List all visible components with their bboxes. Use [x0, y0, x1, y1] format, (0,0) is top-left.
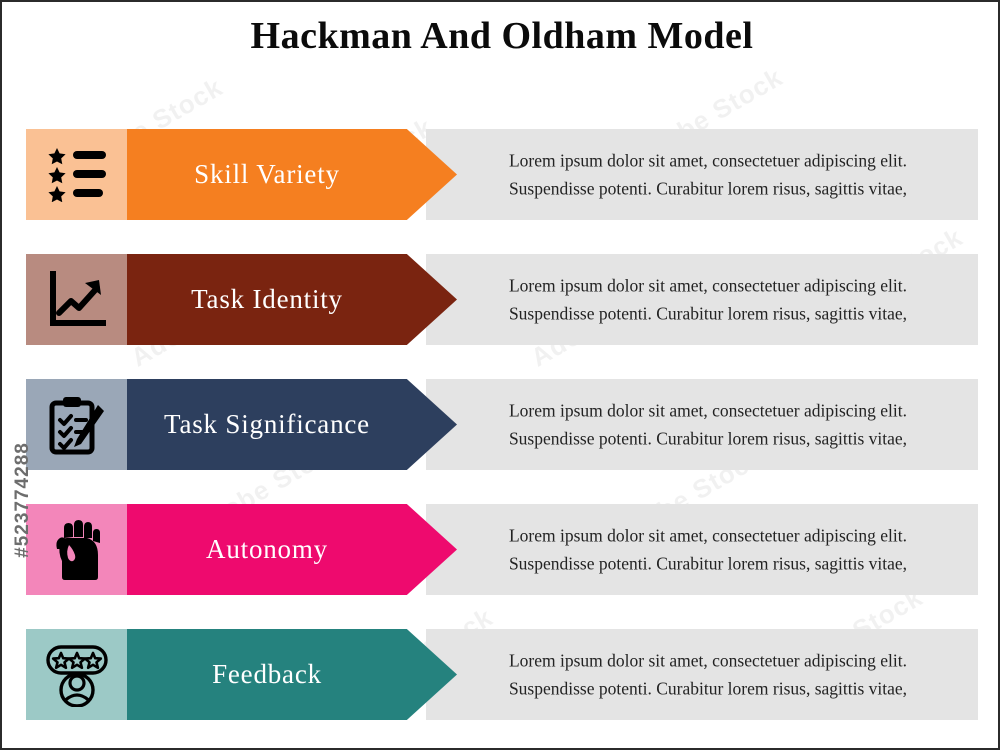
- infographic-row: Lorem ipsum dolor sit amet, consectetuer…: [26, 504, 978, 595]
- row-description: Lorem ipsum dolor sit amet, consectetuer…: [508, 150, 908, 199]
- row-label: Autonomy: [206, 534, 328, 564]
- row-label: Task Identity: [191, 284, 343, 314]
- page-title: Hackman And Oldham Model: [250, 15, 754, 57]
- row-arrow: Task Identity: [127, 254, 457, 345]
- star-list-icon: [47, 147, 106, 202]
- clipboard-checklist-pen-icon: [48, 395, 106, 455]
- icon-box: [26, 129, 127, 220]
- description-panel: [426, 629, 978, 720]
- row-description: Lorem ipsum dolor sit amet, consectetuer…: [508, 650, 908, 699]
- icon-box: [26, 254, 127, 345]
- icon-box: [26, 504, 127, 595]
- row-description: Lorem ipsum dolor sit amet, consectetuer…: [508, 400, 908, 449]
- row-arrow: Feedback: [127, 629, 457, 720]
- description-panel: [426, 254, 978, 345]
- infographic-row: Lorem ipsum dolor sit amet, consectetuer…: [26, 129, 978, 220]
- growth-chart-icon: [47, 270, 107, 329]
- infographic-row: Lorem ipsum dolor sit amet, consectetuer…: [26, 629, 978, 720]
- row-description: Lorem ipsum dolor sit amet, consectetuer…: [508, 525, 908, 574]
- row-label: Skill Variety: [194, 159, 340, 189]
- raised-fist-icon: [51, 519, 103, 581]
- icon-box: [26, 629, 127, 720]
- row-arrow: Task Significance: [127, 379, 457, 470]
- description-panel: [426, 129, 978, 220]
- infographic-row: Lorem ipsum dolor sit amet, consectetuer…: [26, 379, 978, 470]
- description-panel: [426, 379, 978, 470]
- infographic-row: Lorem ipsum dolor sit amet, consectetuer…: [26, 254, 978, 345]
- row-description: Lorem ipsum dolor sit amet, consectetuer…: [508, 275, 908, 324]
- row-arrow: Skill Variety: [127, 129, 457, 220]
- person-star-rating-icon: [45, 643, 108, 707]
- row-label: Feedback: [212, 659, 322, 689]
- row-label: Task Significance: [164, 409, 370, 439]
- description-panel: [426, 504, 978, 595]
- row-arrow: Autonomy: [127, 504, 457, 595]
- icon-box: [26, 379, 127, 470]
